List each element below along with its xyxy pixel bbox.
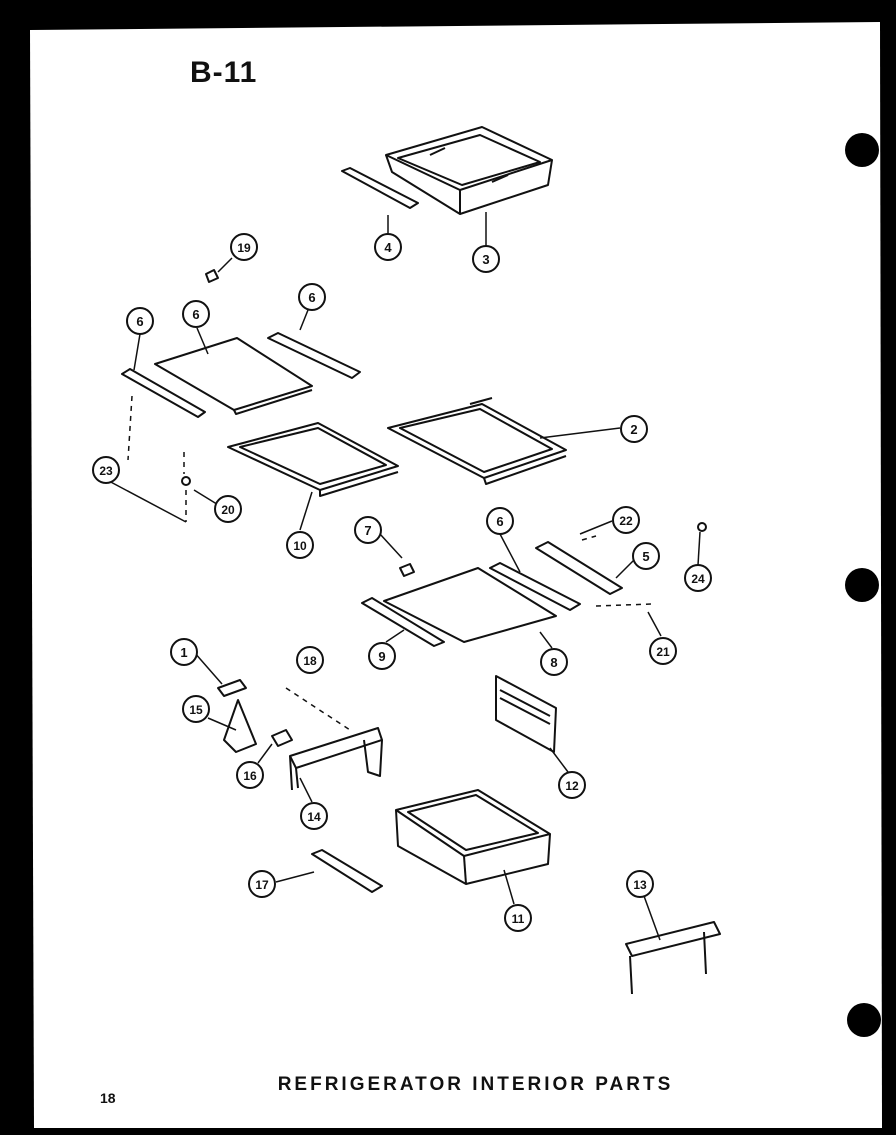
part-16-bracket: [271, 729, 293, 747]
svg-text:10: 10: [293, 539, 307, 553]
part-9-shelf-trim: [361, 597, 445, 647]
callout-13: 13: [626, 870, 654, 898]
svg-text:11: 11: [512, 912, 525, 926]
callout-5: 5: [632, 542, 660, 570]
part-6-lower-shelf-trim: [489, 562, 581, 611]
callout-6-middle: 6: [182, 300, 210, 328]
callout-6-left: 6: [126, 307, 154, 335]
callout-18: 18: [296, 646, 324, 674]
callout-12: 12: [558, 771, 586, 799]
callout-6-lower: 6: [486, 507, 514, 535]
svg-text:14: 14: [307, 810, 321, 824]
svg-text:8: 8: [550, 655, 557, 670]
svg-text:5: 5: [642, 549, 649, 564]
svg-text:22: 22: [619, 514, 633, 528]
part-24-screw: [697, 522, 707, 532]
callout-3: 3: [472, 245, 500, 273]
part-10-shelf-frame: [227, 422, 399, 497]
svg-text:1: 1: [180, 645, 187, 660]
page-code: B-11: [190, 56, 258, 89]
part-20-screw: [181, 476, 191, 486]
binder-hole-bottom: [847, 1003, 881, 1037]
part-12-trim-panel: [495, 675, 557, 753]
dashed-assembly-lines: [127, 395, 653, 731]
svg-text:17: 17: [255, 878, 269, 892]
callout-4: 4: [374, 233, 402, 261]
part-14-light-housing: [289, 727, 383, 791]
part-7-clip: [399, 563, 415, 577]
callout-9: 9: [368, 642, 396, 670]
part-8-lower-glass-shelf: [383, 567, 557, 643]
svg-text:19: 19: [237, 241, 251, 255]
callout-10: 10: [286, 531, 314, 559]
part-1-control-housing: [217, 679, 247, 697]
part-6-shelf-trim-rear: [267, 332, 361, 379]
svg-text:21: 21: [656, 645, 670, 659]
svg-text:4: 4: [384, 240, 392, 255]
part-17-drawer-rail: [311, 849, 383, 893]
binder-hole-middle: [845, 568, 879, 602]
callout-15: 15: [182, 695, 210, 723]
svg-text:15: 15: [189, 703, 203, 717]
part-5-shelf-rail: [535, 541, 623, 595]
callout-11: 11: [504, 904, 532, 932]
part-19-clip: [205, 269, 219, 283]
callout-23: 23: [92, 456, 120, 484]
svg-text:6: 6: [192, 307, 199, 322]
callout-1: 1: [170, 638, 198, 666]
page-number: 18: [100, 1090, 116, 1106]
svg-text:20: 20: [221, 503, 235, 517]
part-13-drawer-cover: [625, 921, 721, 995]
svg-text:7: 7: [364, 523, 371, 538]
callout-6-right: 6: [298, 283, 326, 311]
callout-2: 2: [620, 415, 648, 443]
part-11-meat-drawer: [395, 789, 551, 885]
svg-text:13: 13: [633, 878, 647, 892]
callout-21: 21: [649, 637, 677, 665]
callout-19: 19: [230, 233, 258, 261]
part-3-crisper-drawer: [385, 126, 553, 215]
svg-text:12: 12: [565, 779, 579, 793]
callout-8: 8: [540, 648, 568, 676]
callout-24: 24: [684, 564, 712, 592]
svg-text:2: 2: [630, 422, 637, 437]
callout-7: 7: [354, 516, 382, 544]
svg-text:24: 24: [691, 572, 705, 586]
leader-lines: [106, 212, 701, 941]
callout-22: 22: [612, 506, 640, 534]
svg-text:16: 16: [243, 769, 257, 783]
svg-text:3: 3: [482, 252, 489, 267]
svg-text:6: 6: [136, 314, 143, 329]
callout-14: 14: [300, 802, 328, 830]
part-2-shelf-frame-slide: [387, 397, 567, 485]
part-4-drawer-rail: [341, 167, 419, 209]
svg-text:23: 23: [99, 464, 113, 478]
callout-20: 20: [214, 495, 242, 523]
callout-17: 17: [248, 870, 276, 898]
svg-text:18: 18: [303, 654, 317, 668]
callout-16: 16: [236, 761, 264, 789]
diagram-title: REFRIGERATOR INTERIOR PARTS: [277, 1074, 674, 1095]
part-6-glass-shelf: [154, 337, 313, 411]
svg-text:9: 9: [378, 649, 385, 664]
svg-text:6: 6: [496, 514, 503, 529]
binder-hole-top: [845, 133, 879, 167]
svg-text:6: 6: [308, 290, 315, 305]
part-6-shelf-trim-front: [121, 368, 206, 418]
